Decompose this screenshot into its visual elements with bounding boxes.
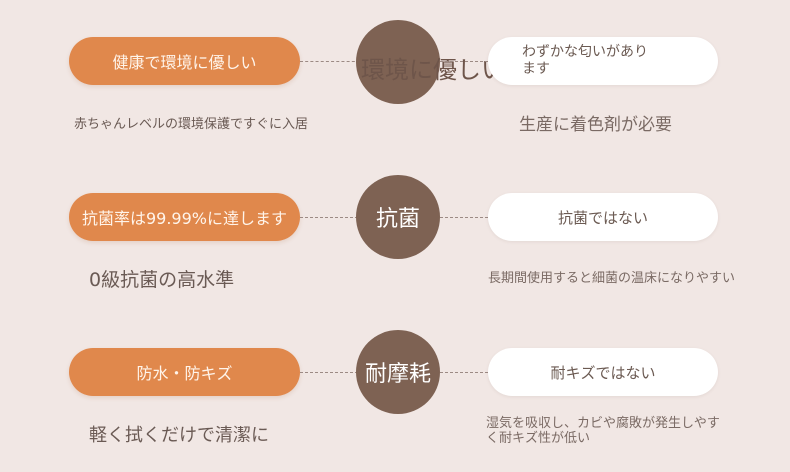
center-circle-label: 環境に優しい xyxy=(361,56,505,84)
right-description: 湿気を吸収し、カビや腐敗が発生しやす く耐キズ性が低い xyxy=(486,416,720,446)
comparison-row-antibacterial: 抗菌率は99.99%に達します 抗菌 抗菌ではない 0級抗菌の高水準 長期間使用… xyxy=(0,0,790,291)
right-description-line2: く耐キズ性が低い xyxy=(486,431,591,446)
center-circle xyxy=(356,20,440,104)
left-pill-label: 健康で環境に優しい xyxy=(112,53,257,72)
right-pill-label: 抗菌ではない xyxy=(557,208,648,227)
center-circle: 耐摩耗 xyxy=(356,330,440,414)
left-pill: 健康で環境に優しい xyxy=(69,37,300,85)
right-pill: わずかな匂いがあり ます xyxy=(488,37,718,85)
dashed-connector-left xyxy=(300,217,358,218)
right-pill-label-line1: わずかな匂いがあり xyxy=(522,44,648,60)
center-circle-label: 抗菌 xyxy=(375,207,420,232)
left-pill: 防水・防キズ xyxy=(69,348,300,396)
center-circle-label: 耐摩耗 xyxy=(364,362,431,387)
left-description: 赤ちゃんレベルの環境保護ですぐに入居 xyxy=(74,117,309,132)
right-pill-label: 耐キズではない xyxy=(550,363,656,382)
right-description: 生産に着色剤が必要 xyxy=(519,115,672,135)
left-description: 軽く拭くだけで清潔に xyxy=(89,425,269,446)
dashed-connector-left xyxy=(300,61,360,62)
right-description-line1: 湿気を吸収し、カビや腐敗が発生しやす xyxy=(486,416,720,431)
left-pill: 抗菌率は99.99%に達します xyxy=(69,193,300,241)
comparison-row-environment: 健康で環境に優しい 環境に優しい わずかな匂いがあり ます 赤ちゃんレベルの環境… xyxy=(0,0,790,135)
dashed-connector-left xyxy=(300,372,358,373)
right-description: 長期間使用すると細菌の温床になりやすい xyxy=(488,271,736,286)
left-pill-label: 抗菌率は99.99%に達します xyxy=(81,209,287,228)
dashed-connector-right xyxy=(440,217,488,218)
dashed-connector-right xyxy=(440,61,488,62)
comparison-row-wear-resistance: 防水・防キズ 耐摩耗 耐キズではない 軽く拭くだけで清潔に 湿気を吸収し、カビや… xyxy=(0,0,790,446)
dashed-connector-right xyxy=(440,372,488,373)
right-pill: 抗菌ではない xyxy=(488,193,718,241)
left-description: 0級抗菌の高水準 xyxy=(89,269,235,291)
left-pill-label: 防水・防キズ xyxy=(136,364,233,383)
right-pill-label-line2: ます xyxy=(522,61,550,77)
center-circle: 抗菌 xyxy=(356,175,440,259)
right-pill: 耐キズではない xyxy=(488,348,718,396)
